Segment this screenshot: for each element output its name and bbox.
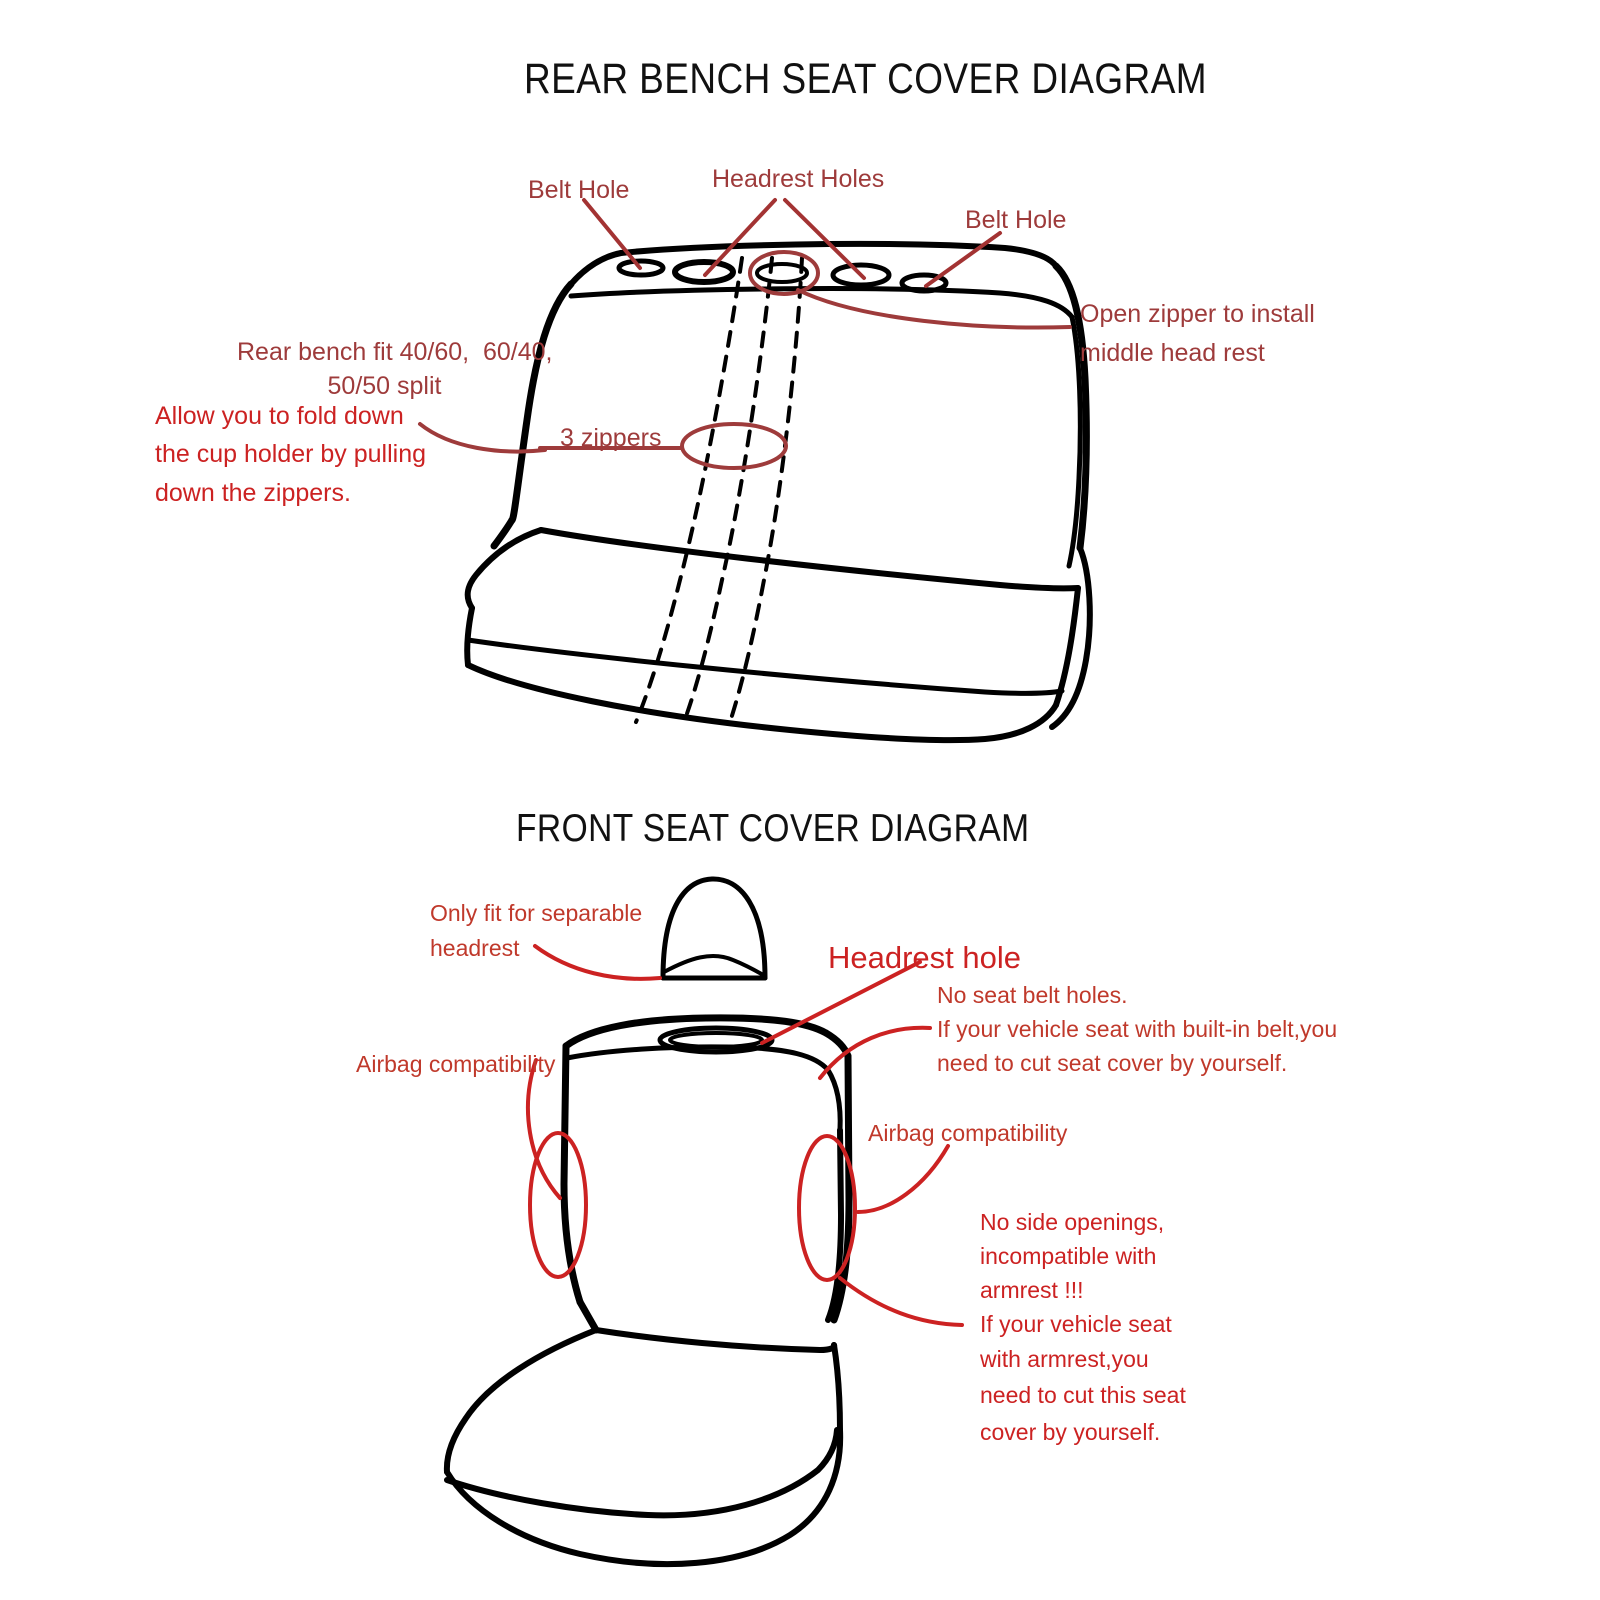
rear-headrest-hole-left	[672, 259, 736, 285]
leader-headrest-hole	[760, 960, 922, 1045]
rear-bench-drawing	[464, 240, 1093, 744]
rear-headrest-bar-seam	[568, 286, 1075, 320]
rear-backrest-bottom-left	[490, 516, 516, 550]
label-airbag-compatibility-right: Airbag compatibility	[868, 1120, 1068, 1146]
front-backrest-top-edge	[562, 1014, 830, 1050]
label-no-side-openings-line3: armrest !!!	[980, 1277, 1084, 1303]
front-backrest-left-edge	[560, 1042, 584, 1306]
rear-headrest-hole-right	[830, 262, 892, 288]
label-no-side-openings-line1: No side openings,	[980, 1209, 1165, 1235]
label-fold-down-line1: Allow you to fold down	[155, 402, 404, 430]
rear-belt-hole-right	[899, 272, 949, 294]
rear-backrest-left-edge	[508, 280, 575, 524]
front-headrest-dome	[660, 876, 768, 981]
label-belt-hole-left: Belt Hole	[528, 176, 630, 204]
leader-fold-down-cupholder	[418, 422, 547, 454]
label-headrest-hole: Headrest hole	[828, 940, 1022, 975]
label-fold-down-line2: the cup holder by pulling	[155, 440, 427, 468]
rear-belt-hole-left	[616, 258, 666, 278]
front-headrest-brim	[662, 954, 767, 978]
label-no-seat-belt-holes-line3: need to cut seat cover by yourself.	[937, 1050, 1288, 1076]
leader-airbag-right	[856, 1144, 950, 1214]
rear-headrest-bar-top	[618, 240, 1059, 269]
label-headrest-holes: Headrest Holes	[712, 165, 885, 193]
rear-bench-red-marks	[418, 198, 1072, 470]
label-split-fit-line2: 50/50 split	[327, 372, 442, 400]
leader-headrest-holes-left-leg	[703, 198, 777, 277]
label-no-side-openings-line7: cover by yourself.	[980, 1419, 1161, 1445]
three-zippers-highlight	[680, 422, 788, 470]
front-cushion-left-curve	[443, 1327, 599, 1475]
front-cushion-right-side	[831, 1342, 843, 1433]
rear-cushion-right-outer	[1049, 545, 1093, 730]
front-cushion-top-rear-edge	[593, 1327, 838, 1353]
label-no-side-openings-line5: with armrest,you	[980, 1346, 1149, 1372]
label-fold-down-line3: down the zippers.	[155, 479, 351, 507]
label-no-side-openings-line4: If your vehicle seat	[980, 1311, 1172, 1337]
rear-cushion-top-back-edge	[538, 527, 1081, 592]
leader-airbag-left	[526, 1058, 562, 1200]
label-no-seat-belt-holes-line2: If your vehicle seat with built-in belt,…	[937, 1016, 1338, 1042]
front-cushion-bottom-edge	[444, 1427, 844, 1568]
rear-cushion-front-edge	[465, 662, 1059, 744]
label-belt-hole-right: Belt Hole	[965, 206, 1067, 234]
front-seat-drawing	[443, 876, 853, 1568]
airbag-highlight-right	[797, 1134, 857, 1282]
rear-cushion-left-side	[464, 605, 475, 668]
leader-no-seat-belt-holes	[818, 1025, 932, 1080]
leader-separable-headrest	[533, 944, 662, 981]
leader-belt-hole-right	[924, 231, 1002, 288]
rear-zipper-line-2	[682, 256, 774, 724]
airbag-highlight-left	[528, 1131, 588, 1279]
leader-open-zipper	[796, 288, 1072, 330]
label-no-side-openings-line2: incompatible with	[980, 1243, 1157, 1269]
label-open-zipper-line2: middle head rest	[1080, 339, 1265, 367]
rear-cushion-right-side	[1053, 585, 1081, 708]
label-separable-headrest-line1: Only fit for separable	[430, 900, 643, 926]
label-airbag-compatibility-left: Airbag compatibility	[356, 1051, 556, 1077]
front-seat-red-marks	[526, 944, 964, 1327]
rear-headrest-hole-middle	[755, 262, 809, 284]
rear-cushion-upper-left	[464, 527, 544, 611]
front-backrest-shoulder-seam	[564, 1044, 831, 1073]
label-no-seat-belt-holes-line1: No seat belt holes.	[937, 982, 1128, 1008]
label-open-zipper-line1: Open zipper to install	[1080, 300, 1315, 328]
rear-backrest-right-fold	[1066, 314, 1083, 569]
front-seat-title: FRONT SEAT COVER DIAGRAM	[516, 807, 1030, 850]
label-three-zippers: 3 zippers	[560, 424, 662, 452]
leader-no-side-openings	[838, 1276, 964, 1327]
rear-cushion-mid-seam	[465, 637, 1065, 696]
rear-headrest-bar-left-edge	[568, 250, 624, 287]
label-split-fit-line1: Rear bench fit 40/60, 60/40,	[237, 338, 553, 366]
front-cushion-seam	[444, 1427, 840, 1519]
front-backrest-inner-right-curve	[825, 1067, 843, 1133]
front-backrest-bottom-left	[576, 1298, 600, 1334]
label-separable-headrest-line2: headrest	[430, 935, 520, 961]
label-no-side-openings-line6: need to cut this seat	[980, 1382, 1186, 1408]
middle-headrest-hole-highlight	[748, 250, 820, 296]
rear-zipper-line-1	[634, 256, 744, 724]
rear-bench-title: REAR BENCH SEAT COVER DIAGRAM	[524, 55, 1208, 103]
rear-zipper-line-3	[728, 256, 804, 724]
leader-headrest-holes-right-leg	[783, 198, 866, 280]
rear-backrest-right-edge	[1052, 262, 1090, 552]
leader-belt-hole-left	[582, 198, 642, 270]
